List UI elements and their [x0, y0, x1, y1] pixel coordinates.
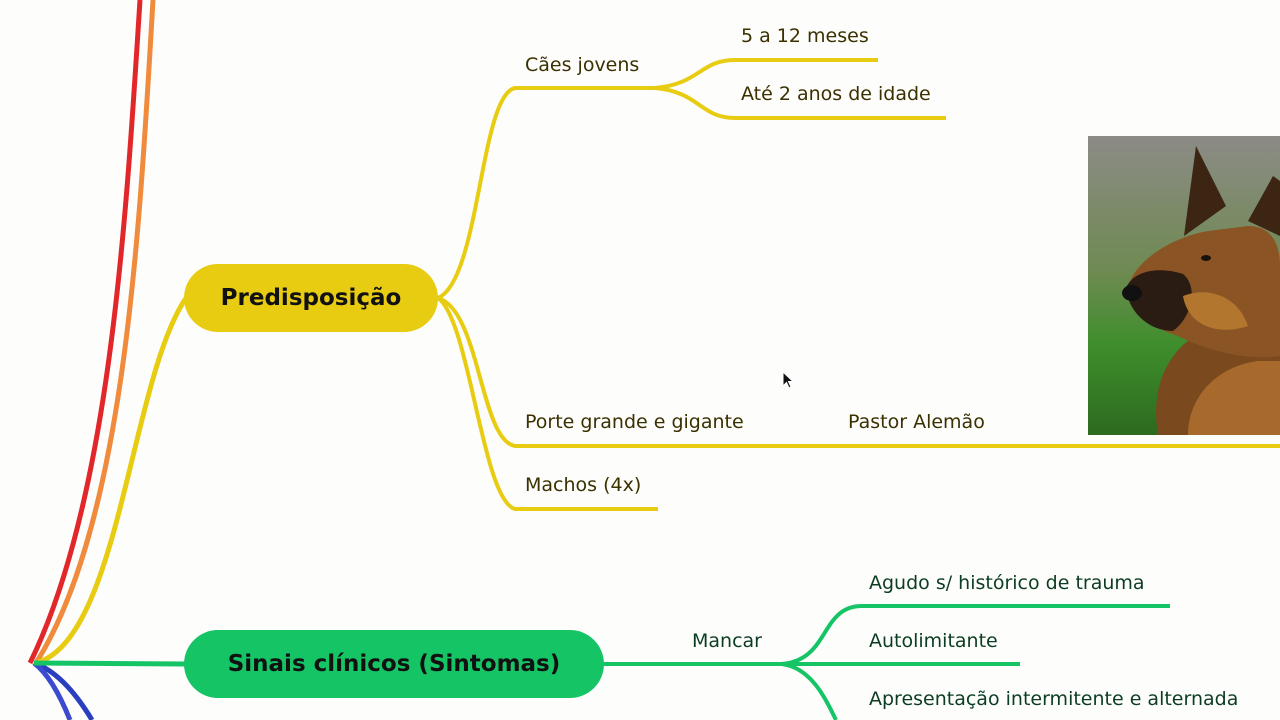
- ate-2-anos-connector: [654, 86, 946, 120]
- pastor-label[interactable]: Pastor Alemão: [848, 411, 985, 433]
- green-trunk-line: [33, 660, 187, 667]
- ate-2-anos-label[interactable]: Até 2 anos de idade: [741, 83, 931, 105]
- blue-branch-line: [33, 660, 95, 720]
- machos-label[interactable]: Machos (4x): [525, 474, 642, 496]
- machos-connector: [436, 296, 658, 511]
- agudo-connector: [781, 604, 1170, 666]
- meses-label[interactable]: 5 a 12 meses: [741, 25, 869, 47]
- blue-branch-line-2: [32, 661, 73, 720]
- german-shepherd-photo[interactable]: [1088, 136, 1280, 435]
- mouse-cursor-icon: [782, 371, 794, 389]
- mancar-label[interactable]: Mancar: [692, 630, 762, 652]
- sinais-clinicos-label: Sinais clínicos (Sintomas): [227, 651, 561, 677]
- apresentacao-connector: [781, 662, 838, 720]
- yellow-trunk-line: [35, 296, 189, 666]
- predisposicao-label: Predisposição: [220, 285, 402, 311]
- porte-label[interactable]: Porte grande e gigante: [525, 411, 744, 433]
- agudo-label[interactable]: Agudo s/ histórico de trauma: [869, 572, 1145, 594]
- apresentacao-label[interactable]: Apresentação intermitente e alternada: [869, 688, 1239, 710]
- porte-connector: [437, 296, 1280, 448]
- german-shepherd-dog-icon: [1088, 136, 1280, 435]
- caes-jovens-label[interactable]: Cães jovens: [525, 54, 640, 76]
- autolimitante-label[interactable]: Autolimitante: [869, 630, 998, 652]
- predisposicao-node[interactable]: Predisposição: [184, 264, 438, 332]
- orange-branch-line: [33, 0, 156, 665]
- caes-jovens-connector: [436, 86, 655, 300]
- meses-connector: [654, 58, 878, 90]
- red-branch-line: [27, 0, 143, 665]
- sinais-clinicos-node[interactable]: Sinais clínicos (Sintomas): [184, 630, 604, 698]
